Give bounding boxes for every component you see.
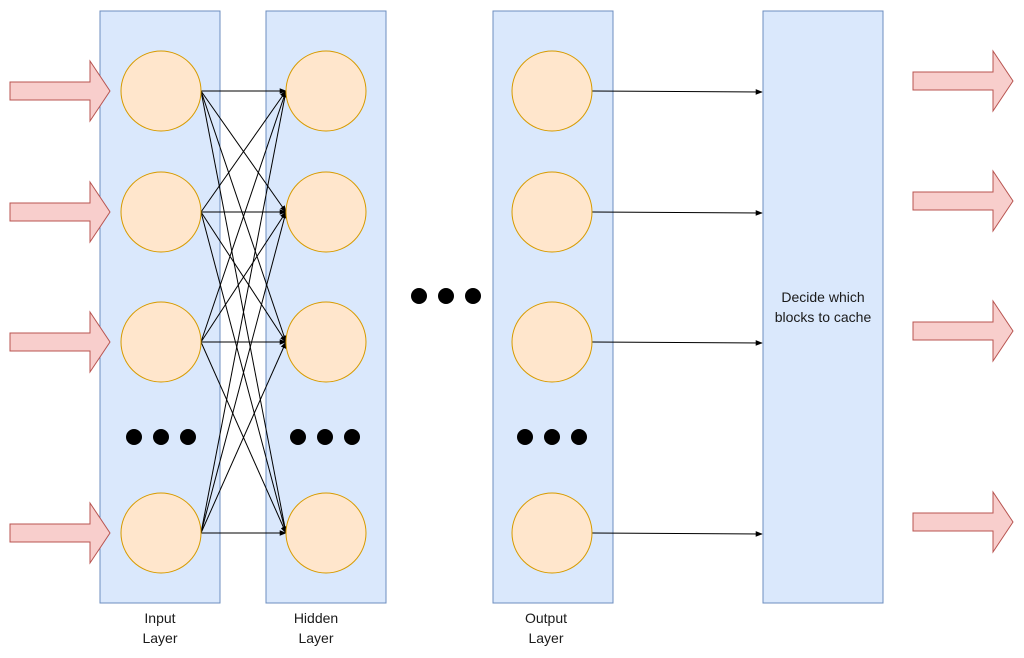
hidden-node-4 [285, 492, 367, 574]
hidden-node-2 [285, 171, 367, 253]
hidden-layer-label: Hidden Layer [266, 608, 366, 648]
input-arrow-icon [9, 310, 111, 374]
edge-input-3-to-hidden-2 [200, 211, 287, 343]
input-layer-label-line2: Layer [142, 630, 178, 646]
ellipsis-icon [411, 288, 481, 304]
output-layer-label-line2: Layer [528, 630, 564, 646]
edge-output-1-to-decision [591, 89, 763, 95]
edge-output-2-to-decision [591, 210, 763, 216]
output-node-3 [511, 301, 593, 383]
input-layer-label: Input Layer [110, 608, 210, 648]
edge-input-4-to-hidden-3 [200, 341, 287, 534]
output-arrow-icon [912, 490, 1014, 554]
input-node-1 [120, 50, 202, 132]
output-arrow-icon [912, 299, 1014, 363]
output-arrow-icon [912, 169, 1014, 233]
decision-box-label-line2: blocks to cache [774, 309, 872, 325]
hidden-node-1 [285, 50, 367, 132]
neuron-nodes [120, 50, 593, 574]
edge-output-4-to-decision [591, 531, 763, 537]
input-node-4 [120, 492, 202, 574]
decision-box [762, 10, 884, 604]
input-node-3 [120, 301, 202, 383]
output-arrow-icon [912, 49, 1014, 113]
hidden-layer-label-line1: Hidden [293, 610, 339, 626]
ellipsis-icon [126, 429, 196, 445]
output-layer-label: Output Layer [496, 608, 596, 648]
input-arrow-icon [9, 180, 111, 244]
output-node-4 [511, 492, 593, 574]
edge-input-3-to-hidden-1 [200, 90, 287, 343]
decision-box-label: Decide which blocks to cache [763, 287, 883, 327]
hidden-layer-label-line2: Layer [298, 630, 334, 646]
connection-edges [200, 88, 763, 537]
input-layer-label-line1: Input [144, 610, 176, 626]
output-layer-label-line1: Output [524, 610, 568, 626]
input-arrow-icon [9, 501, 111, 565]
input-arrows [9, 59, 111, 565]
output-node-2 [511, 171, 593, 253]
ellipsis-icon [290, 429, 360, 445]
hidden-node-3 [285, 301, 367, 383]
ellipsis-icon [517, 429, 587, 445]
output-node-1 [511, 50, 593, 132]
output-arrows [912, 49, 1014, 554]
decision-box-label-line1: Decide which [781, 289, 865, 305]
edge-input-4-to-hidden-1 [200, 90, 288, 534]
edge-output-3-to-decision [591, 340, 763, 346]
input-arrow-icon [9, 59, 111, 123]
edge-input-2-to-hidden-1 [200, 90, 287, 213]
input-node-2 [120, 171, 202, 253]
edge-input-4-to-hidden-2 [200, 211, 288, 534]
